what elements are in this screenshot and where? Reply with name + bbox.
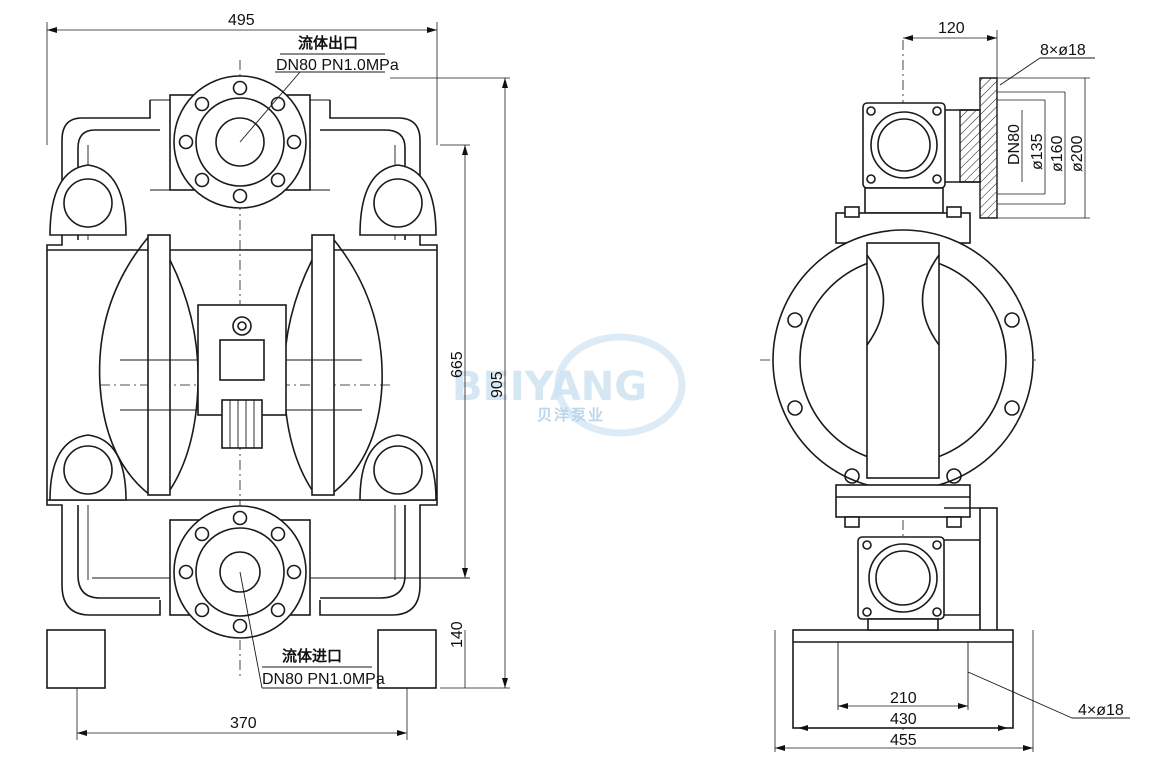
air-valve-block [197,304,287,449]
inlet-label: 流体进口 [282,647,342,665]
diaphragm-chambers [98,234,383,496]
outlet-flange-bolts [178,80,302,204]
dim-4x18: 4×ø18 [1078,702,1124,719]
dim-210: 210 [890,690,917,707]
inlet-flange-bolts [178,510,302,634]
dim-665: 665 [449,351,466,378]
dim-370: 370 [230,715,257,732]
dim-8x18: 8×ø18 [1040,42,1086,59]
dim-120: 120 [938,20,965,37]
outlet-label: 流体出口 [298,34,358,52]
outlet-spec: DN80 PN1.0MPa [276,57,399,74]
left-foot [46,629,106,689]
inlet-spec: DN80 PN1.0MPa [262,671,385,688]
dim-140: 140 [449,621,466,648]
dim-905: 905 [489,371,506,398]
dim-495: 495 [228,12,255,29]
dim-d135: ø135 [1029,133,1046,170]
side-view: 120 DN80 ø135 ø160 ø200 8×ø18 [760,20,1130,752]
dim-d200: ø200 [1069,135,1086,172]
watermark-brand: BEIYANG [452,364,647,410]
right-foot [377,629,437,689]
dim-d160: ø160 [1049,135,1066,172]
dim-455: 455 [890,732,917,749]
front-view: 495 665 905 140 370 [46,12,510,740]
watermark-subtitle: 贝洋泵业 [537,406,605,424]
dim-430: 430 [890,711,917,728]
body-bolts [787,312,1020,416]
ball-valves [49,164,437,501]
dim-dn80: DN80 [1006,124,1023,165]
watermark-logo: BEIYANG 贝洋泵业 [452,333,686,437]
